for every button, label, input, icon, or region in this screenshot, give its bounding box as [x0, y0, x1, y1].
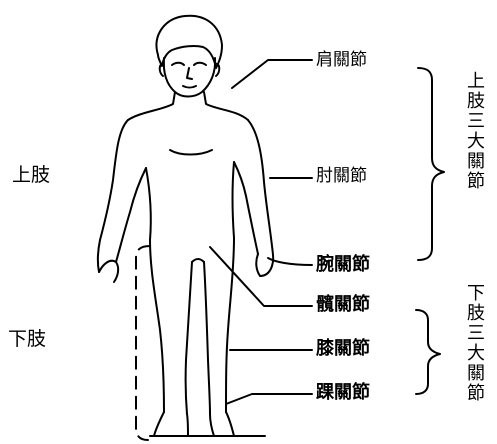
right-arm-outer [247, 119, 275, 267]
neck-left [127, 91, 176, 121]
torso-left [145, 167, 152, 241]
lower-limb-dashed-bracket [135, 245, 151, 441]
right-leg-outer [225, 237, 235, 413]
right-hand [255, 253, 273, 277]
shoulder-joint-label: 肩關節 [316, 50, 367, 70]
knee-joint-label: 膝關節 [316, 338, 370, 359]
right-leg-inner [203, 261, 211, 415]
lower-limb-label: 下肢 [8, 328, 47, 350]
wrist-leader [267, 257, 313, 266]
hair [155, 14, 223, 69]
left-leg-outer [149, 239, 165, 413]
hip-joint-label: 髖關節 [316, 294, 370, 315]
right-ear [214, 62, 221, 77]
face [162, 57, 217, 98]
chest-line [169, 149, 213, 156]
shoulder-leader [231, 59, 313, 89]
nose [186, 67, 193, 80]
left-ear [158, 62, 165, 77]
human-figure [96, 14, 275, 437]
upper-group-label: 上肢三大關節 [467, 71, 485, 192]
upper-limb-label: 上肢 [12, 164, 51, 186]
left-hand [98, 259, 120, 283]
lower-group-brace [415, 309, 441, 395]
mouth [182, 85, 197, 89]
left-leg-inner [184, 261, 193, 415]
elbow-joint-label: 肘關節 [316, 166, 367, 186]
wrist-joint-label: 腕關節 [316, 254, 370, 275]
right-eye [193, 61, 207, 66]
torso-right [231, 161, 235, 239]
right-foot [209, 411, 235, 437]
left-eye [171, 61, 185, 66]
ankle-joint-label: 踝關節 [316, 382, 370, 403]
left-arm-outer [96, 119, 129, 273]
leader-lines [209, 59, 313, 405]
crotch [191, 258, 205, 263]
hip-leader [209, 246, 313, 307]
left-arm-inner [115, 167, 147, 263]
lower-group-label: 下肢三大關節 [467, 283, 485, 404]
right-arm-inner [233, 161, 259, 255]
left-foot [153, 411, 189, 437]
neck-right [203, 91, 249, 121]
ankle-leader [225, 393, 313, 405]
upper-group-brace [417, 67, 445, 261]
